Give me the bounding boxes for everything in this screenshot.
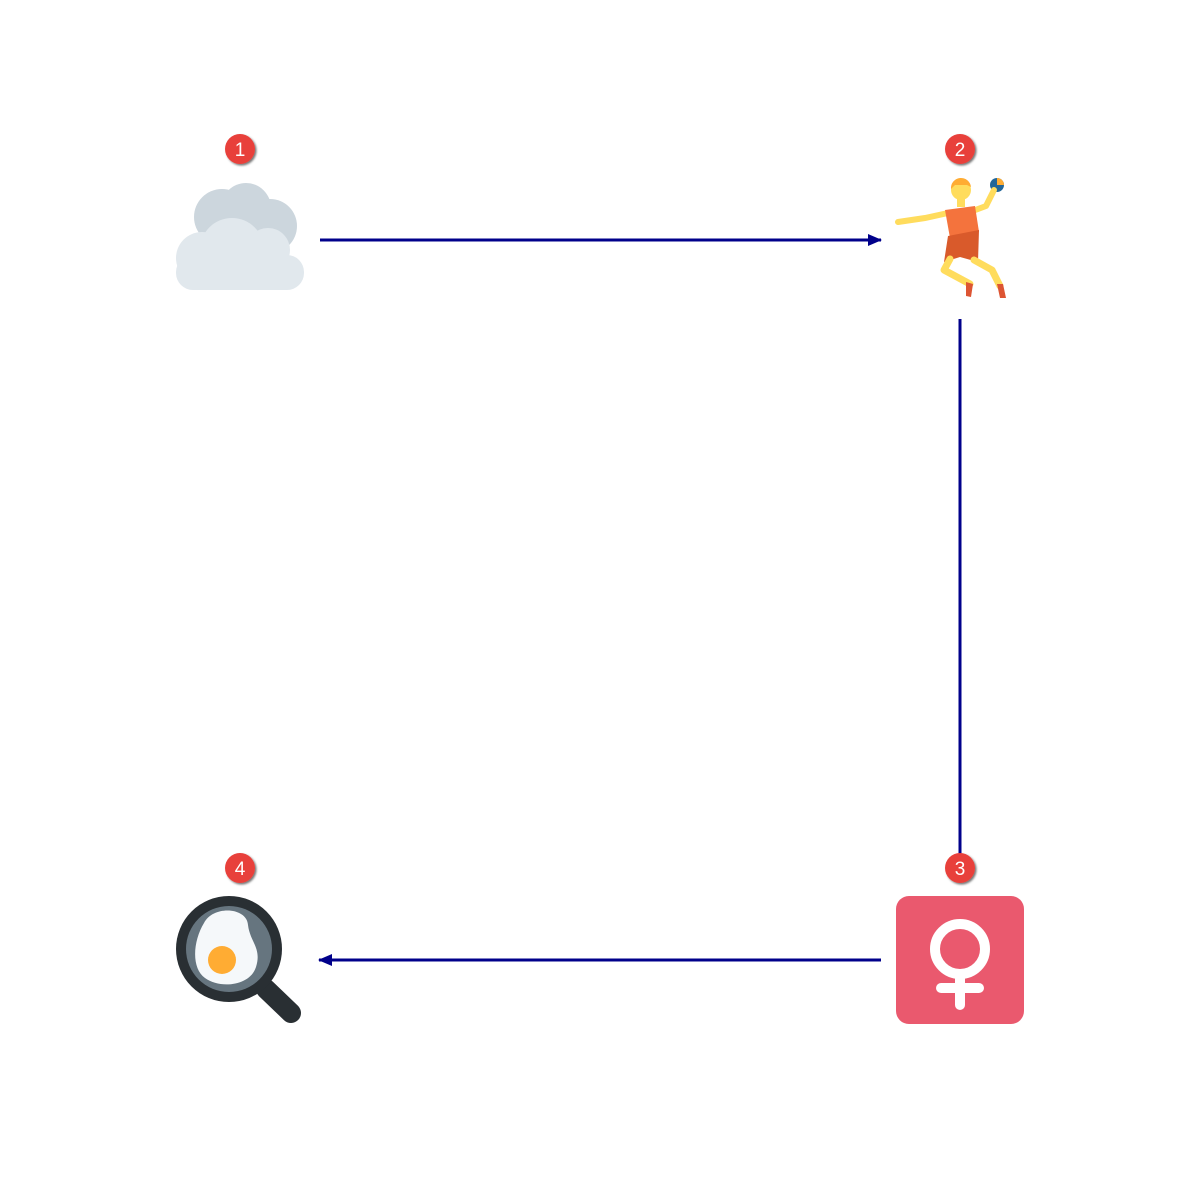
badge-4-label: 4 [235,859,246,880]
badge-2 [945,134,975,164]
badge-1-label: 1 [235,140,246,161]
person-playing-handball-icon [895,177,1006,298]
badge-3-label: 3 [955,859,966,880]
node-4: 4 [176,853,301,1023]
node-2: 2 [895,134,1006,298]
cloud-icon [176,183,304,290]
node-1: 1 [176,134,304,290]
node-3: 3 [896,853,1024,1024]
badge-2-label: 2 [955,140,966,161]
badge-3 [945,853,975,883]
badge-1 [225,134,255,164]
badge-4 [225,853,255,883]
cooking-egg-pan-icon [176,896,301,1023]
female-sign-icon [896,896,1024,1024]
